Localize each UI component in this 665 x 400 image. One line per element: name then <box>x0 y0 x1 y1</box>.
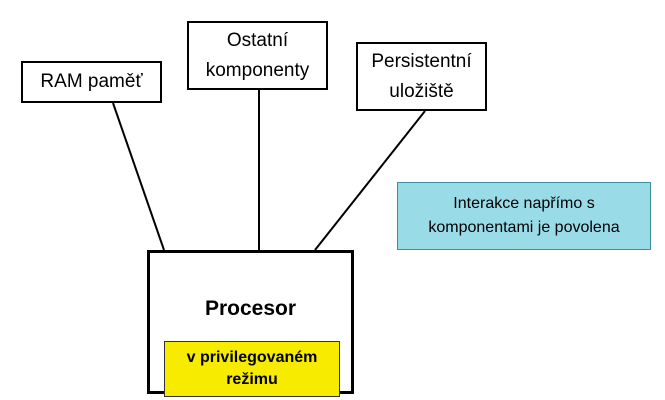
ram-memory-label: RAM paměť <box>40 71 143 92</box>
other-components-label-line-2: komponenty <box>205 59 310 81</box>
privileged-mode-line-1: v privilegovaném <box>186 349 318 366</box>
connector-ram-to-processor <box>112 102 165 251</box>
note-line-2: komponentami je povolena <box>428 219 620 236</box>
connector-storage-to-processor <box>314 110 426 251</box>
privileged-mode-badge: v privilegovaném režimu <box>164 341 340 397</box>
processor-label: Procesor <box>204 297 297 320</box>
persistent-storage-label-line-2: uložiště <box>389 80 454 102</box>
note-line-1: Interakce napřímo s <box>453 195 595 212</box>
direct-interaction-note: Interakce napřímo s komponentami je povo… <box>397 182 651 250</box>
persistent-storage-box: Persistentní uložiště <box>356 42 487 111</box>
privileged-mode-line-2: režimu <box>226 371 278 388</box>
other-components-box: Ostatní komponenty <box>187 21 328 90</box>
persistent-storage-label-line-1: Persistentní <box>371 50 472 72</box>
ram-memory-box: RAM paměť <box>21 61 162 103</box>
other-components-label-line-1: Ostatní <box>226 29 289 51</box>
